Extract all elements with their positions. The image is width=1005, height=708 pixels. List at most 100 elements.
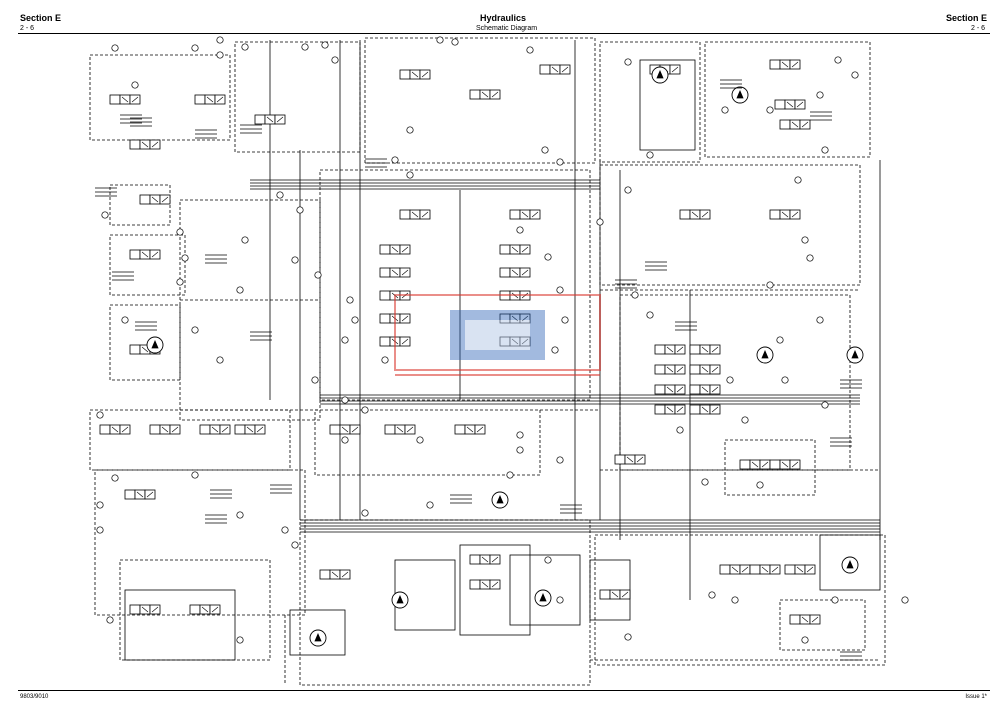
control-valve-symbol <box>139 194 171 205</box>
component-box <box>639 59 696 151</box>
callout-circle <box>291 541 299 549</box>
pump-symbol <box>651 66 669 84</box>
control-valve-symbol <box>149 424 181 435</box>
control-valve-symbol <box>469 554 501 565</box>
callout-circle <box>101 211 109 219</box>
callout-circle <box>526 46 534 54</box>
dashed-group-box <box>724 439 816 496</box>
control-valve-symbol <box>129 139 161 150</box>
control-valve-symbol <box>379 267 411 278</box>
dashed-group-box <box>109 234 186 296</box>
callout-circle <box>341 396 349 404</box>
callout-circle <box>801 236 809 244</box>
control-valve-symbol <box>509 209 541 220</box>
control-valve-symbol <box>454 424 486 435</box>
callout-circle <box>111 44 119 52</box>
callout-circle <box>436 36 444 44</box>
document-number: 9803/9010 <box>20 694 49 700</box>
callout-circle <box>451 38 459 46</box>
dashed-group-box <box>594 534 886 666</box>
callout-circle <box>816 316 824 324</box>
dashed-group-box <box>94 469 306 616</box>
callout-circle <box>721 106 729 114</box>
callout-circle <box>121 316 129 324</box>
page-subtitle: Schematic Diagram <box>476 25 538 32</box>
dashed-group-box <box>364 37 596 164</box>
callout-circle <box>311 376 319 384</box>
callout-circle <box>331 56 339 64</box>
callout-circle <box>216 36 224 44</box>
callout-circle <box>901 596 909 604</box>
callout-circle <box>701 478 709 486</box>
callout-circle <box>241 43 249 51</box>
callout-circle <box>516 431 524 439</box>
callout-circle <box>516 446 524 454</box>
control-valve-symbol <box>199 424 231 435</box>
dashed-group-box <box>109 184 171 226</box>
callout-circle <box>676 426 684 434</box>
dashed-group-box <box>234 41 361 153</box>
control-valve-symbol <box>769 59 801 70</box>
control-valve-symbol <box>654 384 686 395</box>
callout-circle <box>801 636 809 644</box>
page-number-left: 2 - 6 <box>20 25 35 32</box>
control-valve-symbol <box>399 69 431 80</box>
page-number-right: 2 - 6 <box>970 25 985 32</box>
control-valve-symbol <box>499 244 531 255</box>
control-valve-symbol <box>379 244 411 255</box>
callout-circle <box>291 256 299 264</box>
control-valve-symbol <box>384 424 416 435</box>
control-valve-symbol <box>129 604 161 615</box>
control-valve-symbol <box>654 344 686 355</box>
control-valve-symbol <box>689 344 721 355</box>
callout-circle <box>341 336 349 344</box>
control-valve-symbol <box>194 94 226 105</box>
callout-circle <box>191 326 199 334</box>
control-valve-symbol <box>739 459 771 470</box>
callout-circle <box>176 278 184 286</box>
callout-circle <box>631 291 639 299</box>
callout-circle <box>766 281 774 289</box>
callout-circle <box>341 436 349 444</box>
section-label-right: Section E <box>945 13 987 23</box>
page-title: Hydraulics <box>480 13 527 23</box>
dashed-group-box <box>109 304 181 381</box>
callout-circle <box>131 81 139 89</box>
callout-circle <box>831 596 839 604</box>
dashed-group-box <box>599 41 701 163</box>
control-valve-symbol <box>689 364 721 375</box>
control-valve-symbol <box>769 209 801 220</box>
callout-circle <box>406 126 414 134</box>
pump-symbol <box>846 346 864 364</box>
callout-circle <box>624 58 632 66</box>
control-valve-symbol <box>234 424 266 435</box>
dashed-group-box <box>89 409 291 471</box>
callout-circle <box>276 191 284 199</box>
dashed-group-box <box>314 409 541 476</box>
control-valve-symbol <box>789 614 821 625</box>
component-box <box>509 554 581 626</box>
header-rule <box>18 33 990 34</box>
callout-circle <box>776 336 784 344</box>
callout-circle <box>516 226 524 234</box>
callout-circle <box>314 271 322 279</box>
callout-circle <box>241 236 249 244</box>
control-valve-symbol <box>539 64 571 75</box>
control-valve-symbol <box>719 564 751 575</box>
control-valve-symbol <box>779 119 811 130</box>
callout-circle <box>624 186 632 194</box>
pump-symbol <box>309 629 327 647</box>
callout-circle <box>96 501 104 509</box>
watermark-logo <box>394 294 601 376</box>
control-valve-symbol <box>599 589 631 600</box>
control-valve-symbol <box>319 569 351 580</box>
callout-circle <box>731 596 739 604</box>
control-valve-symbol <box>499 267 531 278</box>
pump-symbol <box>491 491 509 509</box>
callout-circle <box>426 501 434 509</box>
callout-circle <box>296 206 304 214</box>
callout-circle <box>708 591 716 599</box>
callout-circle <box>106 616 114 624</box>
callout-circle <box>741 416 749 424</box>
